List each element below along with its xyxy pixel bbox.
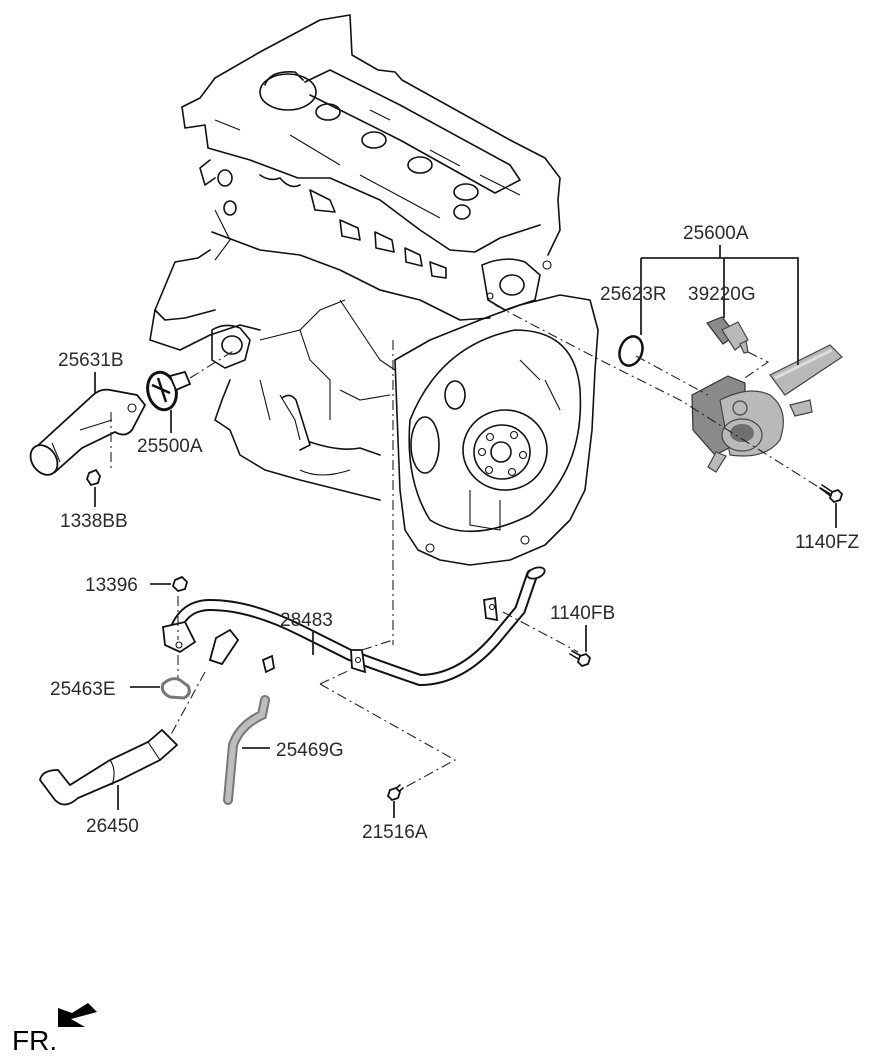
part-label-1140FB[interactable]: 1140FB	[550, 603, 615, 624]
part-label-1140FZ[interactable]: 1140FZ	[795, 532, 859, 553]
hose-25469g-illustration	[223, 695, 270, 805]
part-label-25500A[interactable]: 25500A	[137, 436, 203, 457]
part-label-13396[interactable]: 13396	[85, 575, 138, 596]
part-label-28483[interactable]: 28483	[280, 610, 333, 631]
thermostat-housing-illustration	[494, 245, 844, 528]
part-label-25469G[interactable]: 25469G	[276, 740, 344, 761]
thermostat-housing-graphic	[691, 344, 843, 473]
part-label-25623R[interactable]: 25623R	[600, 284, 667, 305]
part-label-21516A[interactable]: 21516A	[362, 822, 428, 843]
part-label-1338BB[interactable]: 1338BB	[60, 511, 128, 532]
thermostat-illustration	[146, 349, 236, 433]
front-label: FR.	[12, 1025, 57, 1056]
water-inlet-illustration	[29, 372, 147, 507]
o-ring-graphic	[618, 335, 644, 367]
hose-26450-illustration	[39, 728, 179, 810]
front-direction-indicator: FR.	[12, 1003, 97, 1056]
part-label-39220G[interactable]: 39220G	[688, 284, 756, 305]
part-label-25600A[interactable]: 25600A	[683, 223, 749, 244]
front-arrow-icon	[58, 1003, 97, 1027]
small-fasteners-illustration	[130, 575, 592, 818]
engine-block-illustration	[149, 14, 599, 645]
temperature-sensor-graphic	[706, 316, 749, 354]
coolant-pipe-illustration	[162, 566, 579, 791]
bolt-1140fz-graphic	[819, 484, 844, 504]
part-label-26450[interactable]: 26450	[86, 816, 139, 837]
part-label-25631B[interactable]: 25631B	[58, 350, 124, 371]
part-label-25463E[interactable]: 25463E	[50, 679, 116, 700]
